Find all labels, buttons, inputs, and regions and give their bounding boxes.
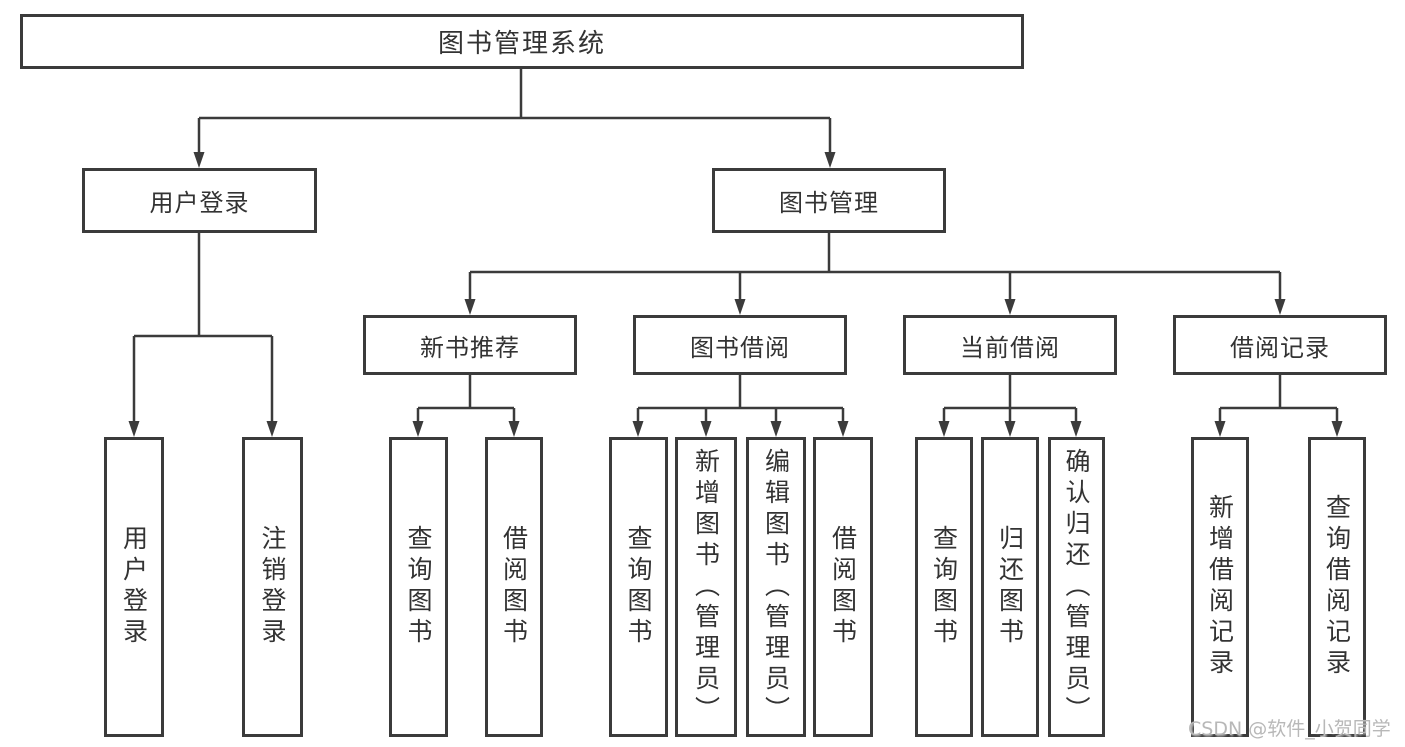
leaf-query-books-borrowing-label: 查询图书	[624, 525, 653, 649]
connector-user-login-to-leaves	[132, 233, 274, 426]
node-current-borrowing-label: 当前借阅	[960, 333, 1060, 362]
leaf-return-books: 归还图书	[981, 437, 1039, 737]
leaf-borrow-books-recommend-label: 借阅图书	[499, 525, 529, 649]
node-book-management-branch: 图书管理	[712, 168, 946, 233]
leaf-query-books-recommend-label: 查询图书	[404, 525, 433, 649]
arrowheads	[128, 152, 1343, 437]
leaf-confirm-return-admin-label: 确认归还（管理员）	[1062, 447, 1091, 727]
leaf-confirm-return-admin: 确认归还（管理员）	[1048, 437, 1105, 737]
node-book-borrowing-label: 图书借阅	[690, 333, 790, 362]
leaf-add-borrow-record: 新增借阅记录	[1191, 437, 1249, 737]
node-borrowing-records-label: 借阅记录	[1230, 333, 1330, 362]
connector-borrow-record-to-leaves	[1218, 375, 1339, 426]
leaf-query-books-current-label: 查询图书	[929, 525, 959, 649]
leaf-add-books-admin-label: 新增图书（管理员）	[691, 447, 721, 727]
csdn-watermark: CSDN @软件_小贺同学	[1188, 718, 1391, 740]
leaf-add-books-admin: 新增图书（管理员）	[675, 437, 737, 737]
connector-book-mgmt-to-level3	[468, 233, 1282, 303]
leaf-query-borrow-record: 查询借阅记录	[1308, 437, 1366, 737]
connector-current-borrow-to-leaves	[942, 375, 1078, 426]
node-user-login-branch: 用户登录	[82, 168, 317, 233]
leaf-user-login-label: 用户登录	[119, 525, 149, 649]
leaf-return-books-label: 归还图书	[995, 525, 1025, 649]
leaf-add-borrow-record-label: 新增借阅记录	[1205, 494, 1235, 680]
node-current-borrowing: 当前借阅	[903, 315, 1117, 375]
node-book-management-branch-label: 图书管理	[779, 189, 879, 217]
node-book-management-system: 图书管理系统	[20, 14, 1024, 69]
connector-new-book-to-leaves	[416, 375, 516, 426]
node-new-book-recommendation: 新书推荐	[363, 315, 577, 375]
leaf-query-borrow-record-label: 查询借阅记录	[1322, 494, 1352, 680]
node-new-book-recommendation-label: 新书推荐	[420, 333, 520, 362]
leaf-user-login: 用户登录	[104, 437, 164, 737]
leaf-borrow-books-borrowing: 借阅图书	[813, 437, 873, 737]
node-book-management-system-label: 图书管理系统	[437, 29, 606, 59]
leaf-query-books-borrowing: 查询图书	[609, 437, 668, 737]
leaf-logout: 注销登录	[242, 437, 303, 737]
leaf-query-books-current: 查询图书	[915, 437, 973, 737]
node-book-borrowing: 图书借阅	[633, 315, 847, 375]
node-borrowing-records: 借阅记录	[1173, 315, 1387, 375]
leaf-query-books-recommend: 查询图书	[389, 437, 448, 737]
leaf-borrow-books-borrowing-label: 借阅图书	[828, 525, 858, 649]
leaf-borrow-books-recommend: 借阅图书	[485, 437, 543, 737]
node-user-login-branch-label: 用户登录	[149, 189, 250, 217]
leaf-logout-label: 注销登录	[258, 525, 287, 649]
leaf-edit-books-admin-label: 编辑图书（管理员）	[761, 447, 791, 727]
connector-book-borrow-to-leaves	[636, 375, 845, 426]
leaf-edit-books-admin: 编辑图书（管理员）	[746, 437, 806, 737]
connector-root-to-level2	[197, 69, 832, 156]
